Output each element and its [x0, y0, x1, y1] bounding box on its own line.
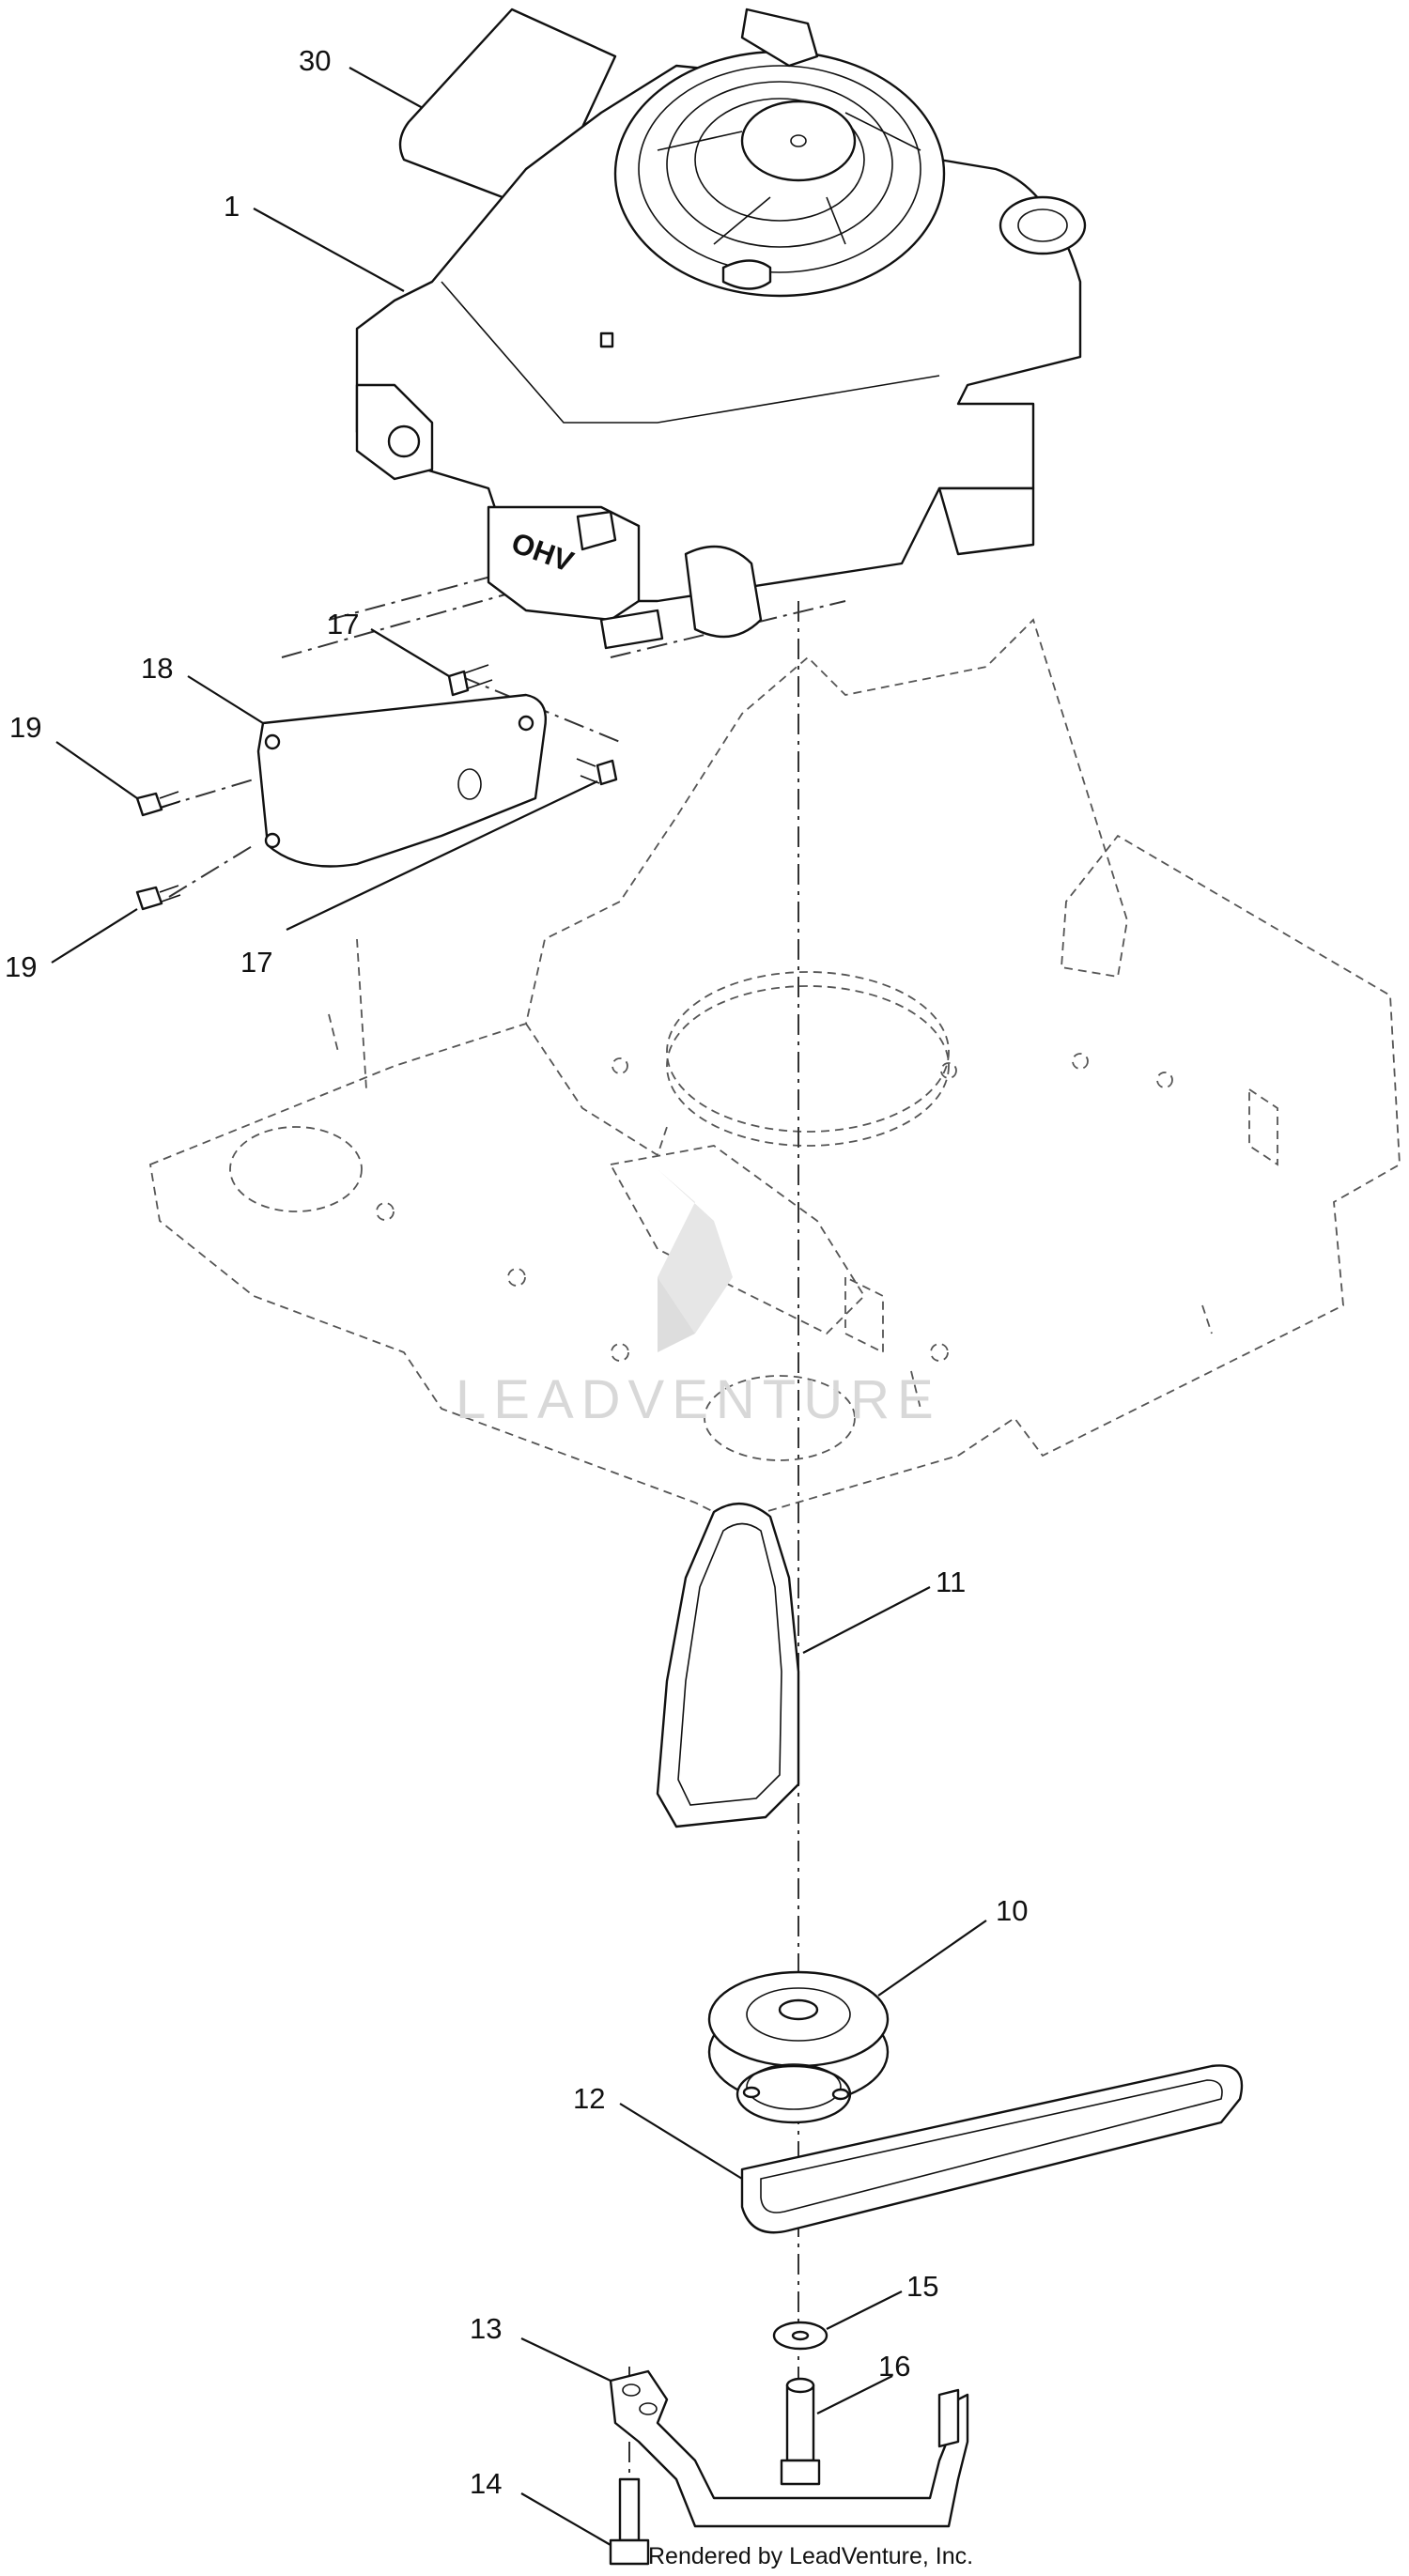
belt-part-11 [656, 1502, 800, 1828]
belt-part-12 [740, 2064, 1244, 2234]
watermark: LEADVENTURE [456, 1169, 941, 1430]
callout-1: 1 [224, 190, 240, 223]
idler-bracket-part-13 [609, 2369, 969, 2528]
bolt-part-14 [609, 2477, 650, 2566]
watermark-text: LEADVENTURE [456, 1369, 941, 1430]
spacer-part-16 [780, 2377, 821, 2486]
footer-credit: Rendered by LeadVenture, Inc. [648, 2543, 973, 2569]
callout-10: 10 [996, 1894, 1028, 1927]
callout-30: 30 [299, 44, 331, 77]
engine-part-1: OHV [355, 8, 1087, 650]
callout-19-upper: 19 [9, 711, 41, 744]
callout-12: 12 [573, 2082, 605, 2115]
callout-17-lower: 17 [240, 946, 272, 979]
callout-labels: 30 1 17 18 19 19 17 11 10 12 15 16 13 14 [5, 44, 1028, 2500]
callout-16: 16 [878, 2350, 910, 2383]
bolt-part-17-upper [447, 664, 493, 697]
callout-18: 18 [141, 652, 173, 685]
washer-part-15 [772, 2321, 828, 2351]
bolt-part-17-lower [576, 758, 618, 786]
nut-part-19-lower [135, 885, 181, 911]
leader-lines [51, 67, 987, 2546]
callout-14: 14 [470, 2467, 502, 2500]
callout-15: 15 [906, 2270, 938, 2303]
callout-11: 11 [936, 1566, 966, 1598]
chassis-frame [148, 618, 1401, 1522]
callout-13: 13 [470, 2312, 502, 2345]
bracket-part-18 [256, 693, 547, 868]
nut-part-19-upper [135, 791, 181, 817]
callout-19-lower: 19 [5, 950, 37, 983]
pulley-part-10 [707, 1970, 890, 2124]
callout-17-upper: 17 [327, 608, 359, 640]
